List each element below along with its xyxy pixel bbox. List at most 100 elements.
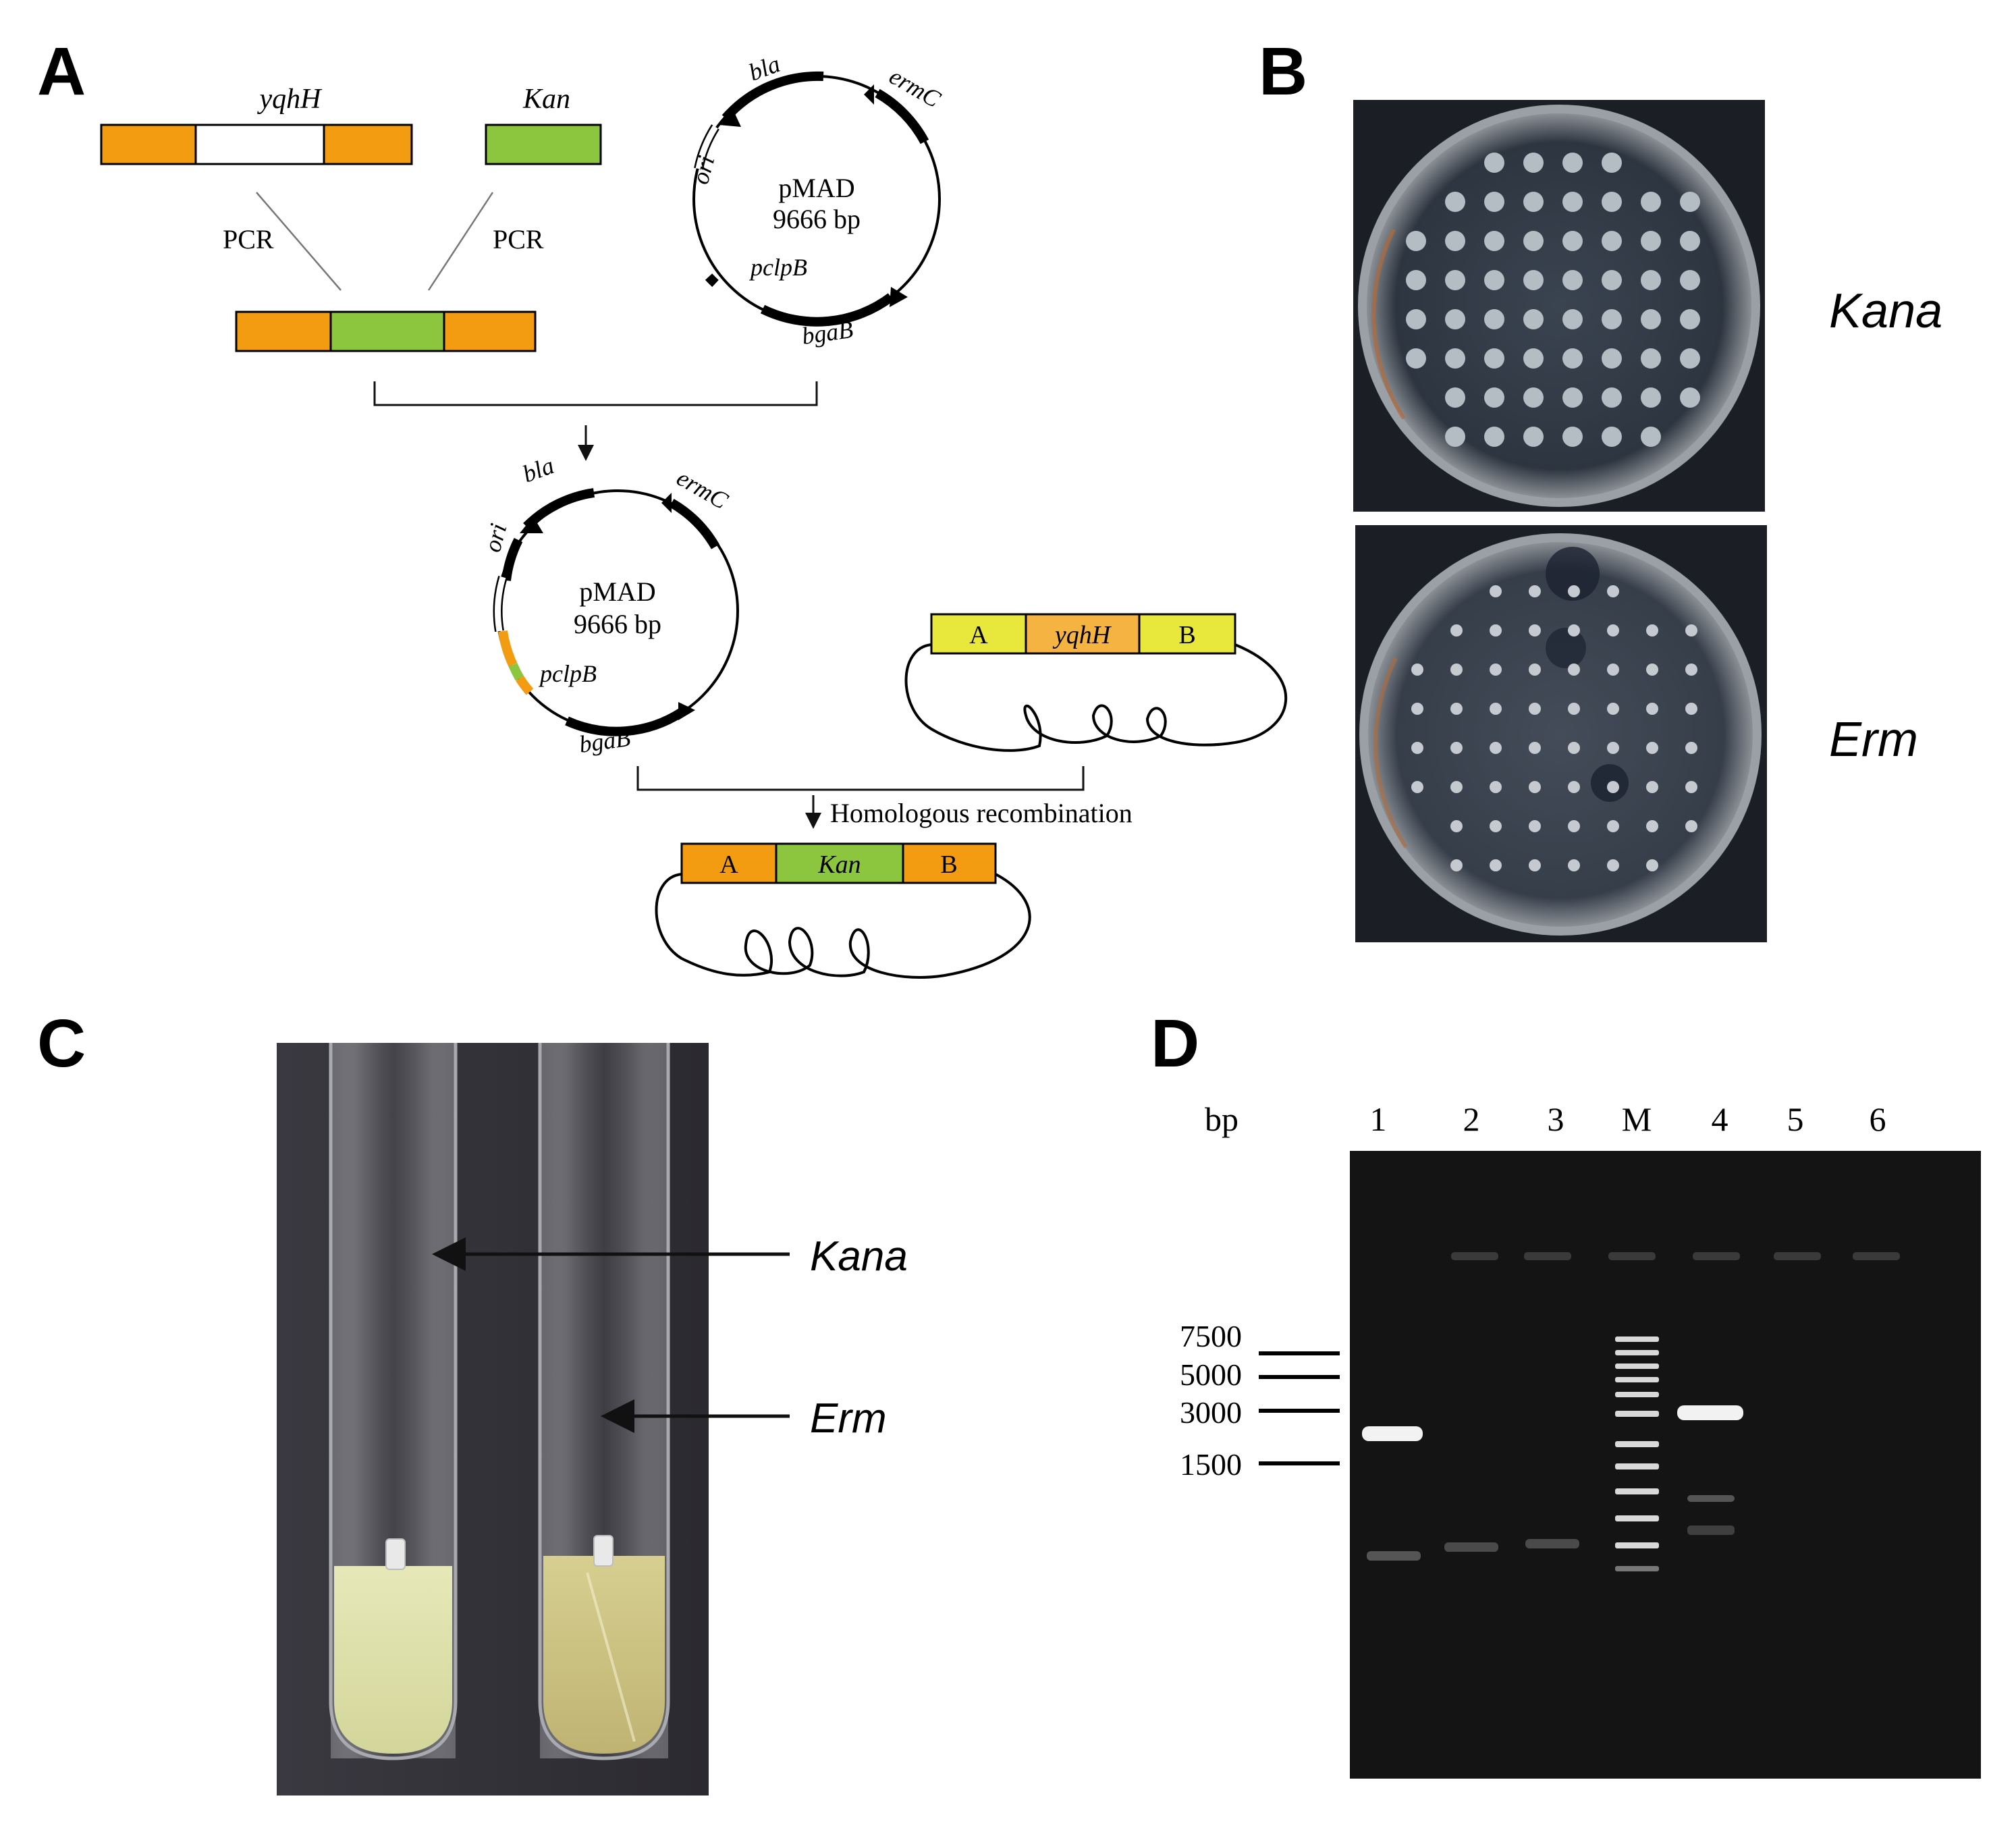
lane-label: 4	[1712, 1100, 1728, 1138]
colony	[1490, 585, 1502, 597]
ladder-lane-m	[1615, 1336, 1659, 1571]
colony	[1484, 348, 1504, 369]
colony	[1641, 387, 1661, 408]
colony	[1602, 231, 1622, 251]
colony	[1680, 231, 1700, 251]
colony	[1646, 859, 1658, 871]
gene-kan-label: Kan	[522, 84, 570, 115]
colony	[1484, 427, 1504, 447]
wt-region-gene: yqhH	[1052, 621, 1112, 649]
yqhh-left-arm	[100, 124, 197, 165]
colony	[1490, 859, 1502, 871]
colony	[1490, 781, 1502, 793]
colony	[1641, 348, 1661, 369]
pcr-label-left: PCR	[223, 224, 274, 254]
colony	[1490, 703, 1502, 715]
wt-region-b: B	[1178, 621, 1195, 649]
lane-label: 3	[1548, 1100, 1564, 1138]
band-lane-4	[1677, 1405, 1743, 1420]
colony	[1406, 309, 1426, 329]
wt-region-a: A	[969, 621, 988, 649]
colony	[1602, 348, 1622, 369]
plasmid-pmad-1: bla ermC ori pMAD 9666 bp pclpB bgaB	[686, 50, 946, 350]
colony	[1646, 703, 1658, 715]
colony	[1562, 387, 1583, 408]
colony	[1685, 820, 1697, 832]
colony	[1523, 309, 1544, 329]
colony	[1523, 153, 1544, 173]
colony	[1529, 820, 1541, 832]
colony	[1490, 664, 1502, 676]
colony	[1607, 703, 1619, 715]
colony	[1523, 387, 1544, 408]
colony	[1450, 820, 1463, 832]
colonies-erm	[1411, 585, 1697, 871]
marker-3000: 3000	[1180, 1395, 1242, 1430]
colony	[1602, 387, 1622, 408]
bracket-1	[373, 381, 818, 406]
colony	[1562, 192, 1583, 212]
colony	[1450, 664, 1463, 676]
tube-label-erm: Erm	[810, 1395, 887, 1442]
colony	[1529, 703, 1541, 715]
colony	[1450, 859, 1463, 871]
colony	[1411, 742, 1423, 754]
panel-a: A yqhH Kan PCR PCR bla	[37, 34, 1287, 979]
colony	[1484, 153, 1504, 173]
gel-wells	[1451, 1252, 1900, 1260]
lane-label: M	[1622, 1100, 1652, 1138]
plasmid1-name: pMAD	[778, 173, 854, 203]
colony	[1562, 309, 1583, 329]
colony	[1529, 742, 1541, 754]
colony	[1445, 192, 1465, 212]
recombination-label: Homologous recombination	[830, 798, 1133, 828]
colony	[1411, 781, 1423, 793]
colony	[1685, 624, 1697, 637]
colony	[1445, 231, 1465, 251]
colony	[1646, 624, 1658, 637]
plate-erm	[1355, 525, 1767, 942]
colony	[1529, 585, 1541, 597]
colony	[1445, 270, 1465, 290]
colony	[1523, 231, 1544, 251]
colony	[1641, 427, 1661, 447]
plasmid1-pclpb: pclpB	[748, 254, 807, 281]
plasmid2-size: 9666 bp	[574, 609, 661, 639]
colony	[1568, 820, 1580, 832]
pcr-line-right	[427, 192, 494, 291]
colony	[1680, 270, 1700, 290]
colony	[1445, 427, 1465, 447]
colony	[1490, 624, 1502, 637]
colony	[1607, 585, 1619, 597]
colony	[1411, 664, 1423, 676]
yqhh-right-arm	[323, 124, 413, 165]
colony	[1562, 231, 1583, 251]
colony	[1680, 309, 1700, 329]
colony	[1562, 270, 1583, 290]
colony	[1680, 192, 1700, 212]
colony	[1568, 585, 1580, 597]
colony	[1607, 624, 1619, 637]
colony	[1602, 309, 1622, 329]
fusion-left-arm	[235, 310, 332, 352]
plate-label-erm: Erm	[1829, 713, 1918, 767]
plasmid2-ori: ori	[479, 520, 512, 555]
panel-c-letter: C	[37, 1006, 86, 1081]
gel-image	[1350, 1151, 1981, 1779]
colony	[1529, 859, 1541, 871]
size-markers: 7500 5000 3000 1500	[1180, 1319, 1340, 1482]
tube-kana	[329, 1043, 458, 1760]
panel-b: B Kana Erm	[1259, 34, 1942, 942]
plasmid2-bla: bla	[519, 452, 557, 487]
colony	[1646, 820, 1658, 832]
gene-yqhh-label: yqhH	[257, 84, 323, 115]
colony	[1484, 192, 1504, 212]
pcr-label-right: PCR	[493, 224, 544, 254]
plasmid-pmad-2: bla ermC ori pMAD 9666 bp pclpB bgaB	[479, 452, 739, 758]
band-lane-1	[1362, 1426, 1423, 1441]
colony	[1484, 231, 1504, 251]
colony	[1680, 387, 1700, 408]
colony	[1529, 624, 1541, 637]
colony	[1685, 742, 1697, 754]
